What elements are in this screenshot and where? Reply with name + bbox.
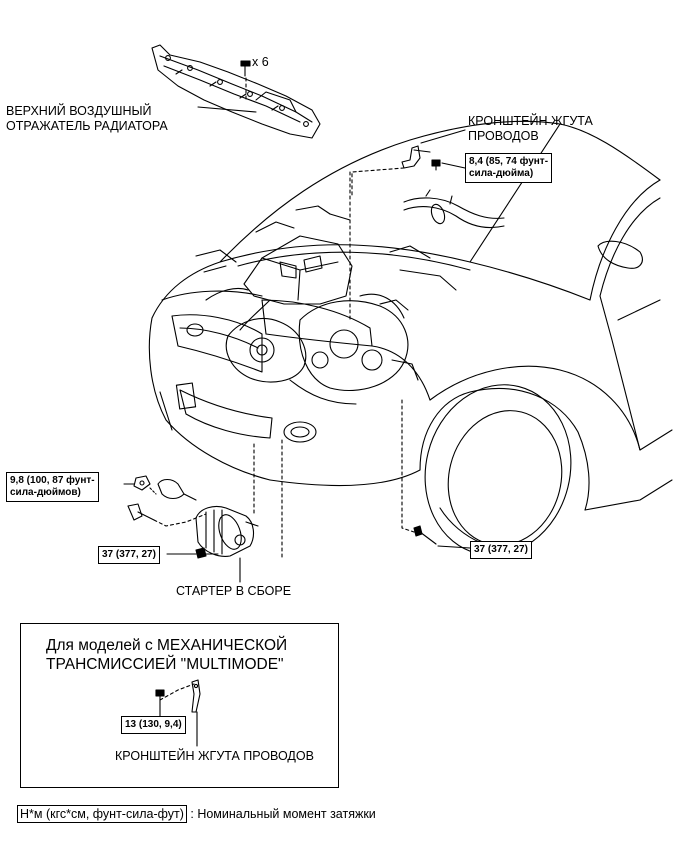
multimode-title-line2: ТРАНСМИССИЕЙ "MULTIMODE" — [46, 656, 284, 673]
bracket-leader-line — [420, 129, 466, 144]
mm-bolt-icon — [155, 689, 165, 717]
torque-legend-description: : Номинальный момент затяжки — [190, 807, 376, 821]
wire-harness-bracket-label-line1: КРОНШТЕЙН ЖГУТА — [468, 114, 593, 128]
mm-bracket-label: КРОНШТЕЙН ЖГУТА ПРОВОДОВ — [115, 749, 314, 763]
bracket-torque-line1: 8,4 (85, 74 фунт- — [469, 156, 549, 167]
deflector-leader-line — [197, 106, 257, 113]
deflector-bolt-icon — [240, 60, 251, 77]
torque-legend-key: Н*м (кгс*см, фунт-сила-фут) — [17, 805, 187, 823]
terminal-torque-box: 9,8 (100, 87 фунт- сила-дюймов) — [6, 472, 99, 502]
bracket-dashline — [351, 167, 405, 197]
starter-bolt-left-icon — [195, 547, 219, 559]
engine-assembly — [195, 205, 457, 405]
starter-bolt-right-leader — [437, 545, 471, 549]
upper-deflector-label: ВЕРХНИЙ ВОЗДУШНЫЙ ОТРАЖАТЕЛЬ РАДИАТОРА — [6, 104, 168, 134]
wire-harness-part — [403, 189, 505, 229]
upper-deflector-label-line2: ОТРАЖАТЕЛЬ РАДИАТОРА — [6, 119, 168, 133]
starter-cable-part — [127, 478, 197, 521]
wire-harness-bracket-part — [401, 145, 431, 169]
starter-bolt-dashline — [401, 399, 415, 533]
starter-bolt-left-torque-box: 37 (377, 27) — [98, 546, 160, 564]
terminal-torque-line2: сила-дюймов) — [10, 487, 81, 498]
bracket-torque-line2: сила-дюйма) — [469, 168, 534, 179]
starter-bolt-right-torque-box: 37 (377, 27) — [470, 541, 532, 559]
upper-deflector-label-line1: ВЕРХНИЙ ВОЗДУШНЫЙ — [6, 104, 152, 118]
starter-bolt-right-icon — [413, 525, 437, 545]
wire-harness-bracket-label-line2: ПРОВОДОВ — [468, 129, 539, 143]
wire-harness-bracket-label: КРОНШТЕЙН ЖГУТА ПРОВОДОВ — [468, 114, 593, 144]
mm-wire-harness-bracket-part — [191, 679, 201, 713]
terminal-torque-line1: 9,8 (100, 87 фунт- — [10, 475, 95, 486]
bracket-bolt-icon — [431, 159, 441, 171]
vehicle-body-outline — [148, 120, 673, 556]
terminal-nut-icon — [133, 475, 151, 491]
starter-assembly-part — [195, 505, 259, 557]
multimode-title-line1: Для моделей с МЕХАНИЧЕСКОЙ — [46, 637, 288, 654]
multimode-note-box: Для моделей с МЕХАНИЧЕСКОЙ ТРАНСМИССИЕЙ … — [20, 623, 339, 788]
multimode-title: Для моделей с МЕХАНИЧЕСКОЙ ТРАНСМИССИЕЙ … — [46, 636, 287, 674]
bracket-torque-box: 8,4 (85, 74 фунт- сила-дюйма) — [465, 153, 553, 183]
mm-bolt-torque-box: 13 (130, 9,4) — [121, 716, 186, 734]
upper-radiator-deflector-part — [151, 44, 321, 139]
bolt-quantity-label: x 6 — [252, 55, 269, 69]
torque-legend: Н*м (кгс*см, фунт-сила-фут) : Номинальны… — [17, 805, 376, 823]
bracket-torque-leader — [441, 162, 466, 169]
starter-assembly-label: СТАРТЕР В СБОРЕ — [176, 584, 292, 598]
